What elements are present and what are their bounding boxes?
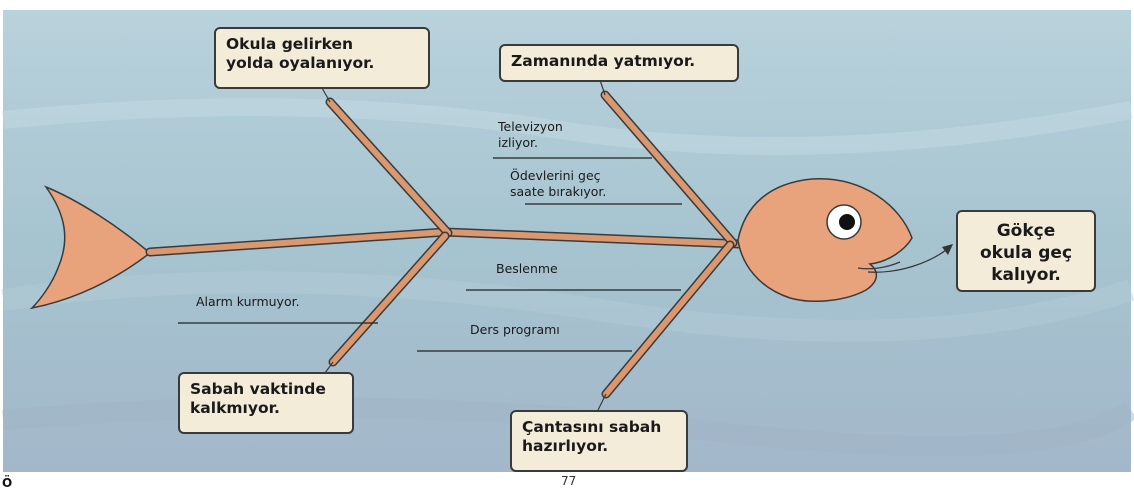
cause-box-top-left: Okula gelirken yolda oyalanıyor. <box>214 27 430 89</box>
effect-line: kalıyor. <box>966 264 1086 286</box>
cause-line: Sabah vaktinde <box>190 380 342 399</box>
sub-cause-line: izliyor. <box>498 135 563 151</box>
sub-cause-homework: Ödevlerini geç saate bırakıyor. <box>510 168 606 201</box>
cause-line: kalkmıyor. <box>190 399 342 418</box>
sub-cause-alarm: Alarm kurmuyor. <box>196 294 300 310</box>
corner-character: Ö <box>2 476 12 490</box>
fish-pupil <box>839 214 855 230</box>
cause-line: yolda oyalanıyor. <box>226 54 418 73</box>
sub-cause-line: Televizyon <box>498 119 563 135</box>
cause-line: Çantasını sabah <box>522 418 676 437</box>
effect-box: Gökçe okula geç kalıyor. <box>956 210 1096 292</box>
sub-cause-line: Ödevlerini geç <box>510 168 606 184</box>
cause-line: hazırlıyor. <box>522 437 676 456</box>
sub-cause-nutrition: Beslenme <box>496 261 558 277</box>
page-number: 77 <box>561 474 576 488</box>
effect-line: okula geç <box>966 242 1086 264</box>
cause-box-top-right: Zamanında yatmıyor. <box>499 44 739 82</box>
sub-cause-line: saate bırakıyor. <box>510 184 606 200</box>
cause-box-bottom-right: Çantasını sabah hazırlıyor. <box>510 410 688 472</box>
cause-box-bottom-left: Sabah vaktinde kalkmıyor. <box>178 372 354 434</box>
effect-line: Gökçe <box>966 220 1086 242</box>
cause-line: Okula gelirken <box>226 35 418 54</box>
cause-line: Zamanında yatmıyor. <box>511 52 727 71</box>
sub-cause-tv: Televizyon izliyor. <box>498 119 563 152</box>
sub-cause-schedule: Ders programı <box>470 322 560 338</box>
